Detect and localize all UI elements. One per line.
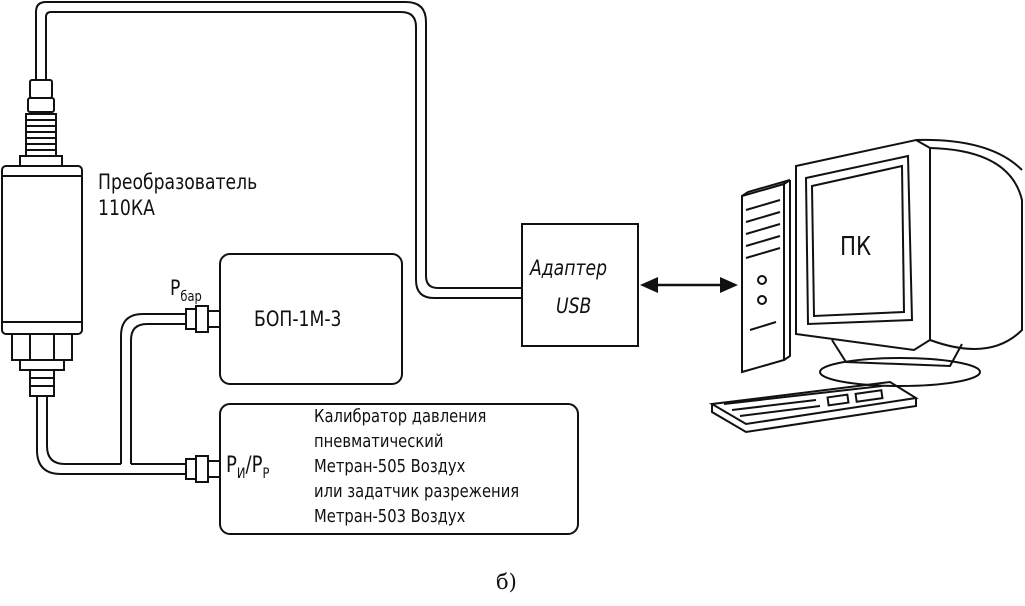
pc-icon: [708, 138, 1023, 434]
arrow-right-head: [720, 277, 738, 293]
converter-label-name: Преобразователь: [98, 170, 258, 194]
calibrator-line-1: Калибратор давления: [314, 406, 487, 427]
calibrator-line-2: пневматический: [314, 431, 444, 452]
adapter-label-name: Адаптер: [530, 256, 608, 280]
calibrator-box: [219, 403, 579, 535]
converter-label-model: 110КА: [98, 196, 155, 220]
pressure-hose: [36, 313, 186, 475]
calibrator-line-5: Метран-503 Воздух: [314, 506, 466, 527]
pressure-bar-label: Pбар: [170, 276, 202, 305]
bop-fitting: [185, 305, 221, 333]
calibrator-fitting: [185, 455, 221, 483]
converter-110ka: [1, 79, 83, 397]
adapter-box: [521, 223, 639, 347]
usb-cable: [35, 1, 522, 299]
bop-label: БОП-1М-3: [254, 307, 342, 331]
pressure-ip-label: PИ/PР: [226, 453, 270, 482]
calibrator-line-3: Метран-505 Воздух: [314, 456, 466, 477]
arrow-left-head: [640, 277, 658, 293]
adapter-label-type: USB: [556, 294, 592, 318]
figure-caption: б): [496, 570, 517, 594]
bop-box: [219, 253, 403, 385]
pc-label: ПК: [840, 232, 872, 262]
calibrator-line-4: или задатчик разрежения: [314, 481, 520, 502]
